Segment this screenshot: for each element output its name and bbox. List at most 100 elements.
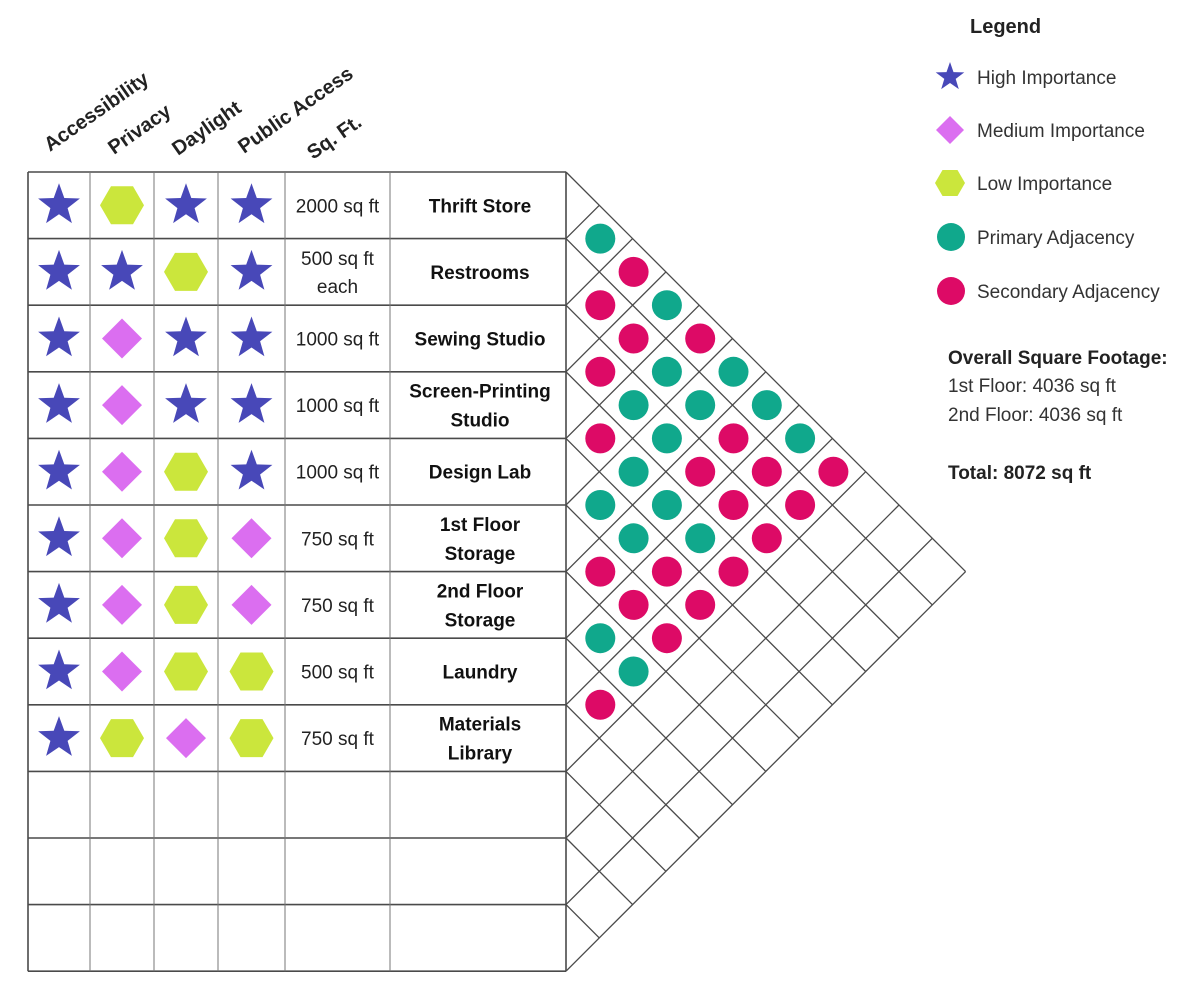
high-importance-star-icon bbox=[101, 249, 143, 290]
secondary-adjacency-dot-icon bbox=[785, 490, 816, 520]
triangle-grid-line bbox=[565, 637, 733, 806]
primary-adjacency-dot-icon bbox=[785, 423, 816, 454]
triangle-grid-line bbox=[565, 204, 600, 240]
row-space-name: Design Lab bbox=[429, 463, 531, 484]
high-importance-star-icon bbox=[38, 516, 80, 557]
row-sqft: 1000 sq ft bbox=[296, 330, 380, 351]
secondary-adjacency-dot-icon bbox=[585, 423, 616, 454]
secondary-adjacency-dot-icon bbox=[685, 323, 716, 354]
high-importance-star-icon bbox=[38, 716, 80, 756]
row-space-name: Library bbox=[448, 744, 513, 765]
primary-adjacency-dot-icon bbox=[651, 356, 682, 387]
low-importance-hexagon-icon bbox=[164, 452, 208, 491]
high-importance-star-icon bbox=[165, 383, 207, 423]
legend-item-primary: Primary Adjacency bbox=[937, 223, 1135, 251]
primary-adjacency-dot-icon bbox=[651, 290, 682, 321]
summary-total: Total: 8072 sq ft bbox=[948, 463, 1092, 484]
legend-title: Legend bbox=[970, 16, 1041, 38]
low-importance-hexagon-icon bbox=[164, 585, 208, 624]
secondary-adjacency-dot-icon bbox=[718, 423, 749, 454]
triangle-grid-line bbox=[565, 471, 867, 772]
legend-secondary-dot-icon bbox=[937, 277, 965, 305]
primary-adjacency-dot-icon bbox=[651, 490, 682, 520]
summary-line-1st-floor: 1st Floor: 4036 sq ft bbox=[948, 376, 1117, 397]
primary-adjacency-dot-icon bbox=[685, 523, 716, 554]
triangle-grid-line bbox=[565, 904, 600, 939]
row-sqft: 1000 sq ft bbox=[296, 463, 380, 484]
program-table-grid bbox=[27, 171, 567, 973]
low-importance-hexagon-icon bbox=[164, 519, 208, 558]
high-importance-star-icon bbox=[38, 582, 80, 623]
medium-importance-diamond-icon bbox=[166, 718, 206, 759]
legend-item-high: High Importance bbox=[935, 62, 1116, 90]
row-sqft: 1000 sq ft bbox=[296, 396, 380, 417]
medium-importance-diamond-icon bbox=[102, 518, 142, 559]
primary-adjacency-dot-icon bbox=[751, 390, 782, 421]
primary-adjacency-dot-icon bbox=[618, 523, 649, 554]
primary-adjacency-dot-icon bbox=[618, 656, 649, 687]
legend-label: Secondary Adjacency bbox=[977, 282, 1160, 303]
secondary-adjacency-dot-icon bbox=[685, 589, 716, 620]
row-space-name: Materials bbox=[439, 715, 521, 736]
row-space-name: Storage bbox=[445, 544, 516, 565]
medium-importance-diamond-icon bbox=[231, 518, 272, 559]
triangle-grid-line bbox=[565, 504, 800, 739]
high-importance-star-icon bbox=[230, 183, 273, 224]
legend-label: High Importance bbox=[977, 68, 1116, 89]
row-space-name: Storage bbox=[445, 610, 516, 631]
legend-label: Medium Importance bbox=[977, 121, 1145, 142]
adjacency-triangle-grid bbox=[565, 171, 967, 972]
row-sqft: 500 sq ft bbox=[301, 663, 375, 684]
high-importance-star-icon bbox=[38, 449, 80, 490]
row-sqft: 500 sq ft bbox=[301, 249, 375, 270]
triangle-grid-line bbox=[565, 304, 700, 439]
high-importance-star-icon bbox=[38, 649, 80, 690]
column-header: Sq. Ft. bbox=[303, 111, 366, 164]
row-space-name: Studio bbox=[450, 411, 509, 432]
triangle-grid-line bbox=[565, 837, 634, 906]
secondary-adjacency-dot-icon bbox=[585, 356, 616, 387]
row-sqft: 750 sq ft bbox=[301, 729, 375, 750]
secondary-adjacency-dot-icon bbox=[685, 456, 716, 487]
triangle-grid-line bbox=[565, 338, 733, 506]
low-importance-hexagon-icon bbox=[229, 652, 274, 691]
low-importance-hexagon-icon bbox=[164, 252, 208, 291]
triangle-grid-line bbox=[565, 238, 933, 606]
primary-adjacency-dot-icon bbox=[685, 390, 716, 421]
row-space-name: Laundry bbox=[443, 663, 518, 684]
secondary-adjacency-dot-icon bbox=[651, 623, 682, 654]
secondary-adjacency-dot-icon bbox=[651, 556, 682, 587]
high-importance-star-icon bbox=[38, 383, 80, 423]
secondary-adjacency-dot-icon bbox=[718, 490, 749, 520]
legend-star-icon bbox=[935, 62, 965, 90]
medium-importance-diamond-icon bbox=[102, 385, 142, 426]
summary-title: Overall Square Footage: bbox=[948, 348, 1168, 369]
legend-label: Low Importance bbox=[977, 174, 1112, 195]
row-space-name: 1st Floor bbox=[440, 515, 521, 536]
high-importance-star-icon bbox=[230, 449, 273, 490]
legend-diamond-icon bbox=[936, 116, 964, 144]
adjacency-dots bbox=[585, 223, 849, 720]
row-sqft: 2000 sq ft bbox=[296, 196, 380, 217]
secondary-adjacency-dot-icon bbox=[751, 523, 782, 554]
primary-adjacency-dot-icon bbox=[618, 456, 649, 487]
row-sqft: 750 sq ft bbox=[301, 596, 375, 617]
triangle-grid-line bbox=[565, 704, 700, 839]
legend-hexagon-icon bbox=[935, 170, 965, 196]
high-importance-star-icon bbox=[165, 183, 207, 224]
triangle-grid-line bbox=[565, 437, 833, 706]
primary-adjacency-dot-icon bbox=[651, 423, 682, 454]
triangle-grid-line bbox=[565, 404, 800, 639]
legend-item-medium: Medium Importance bbox=[936, 116, 1145, 144]
secondary-adjacency-dot-icon bbox=[618, 256, 649, 287]
row-space-name: 2nd Floor bbox=[437, 581, 524, 602]
medium-importance-diamond-icon bbox=[102, 584, 142, 625]
medium-importance-diamond-icon bbox=[231, 584, 272, 625]
secondary-adjacency-dot-icon bbox=[585, 556, 616, 587]
high-importance-star-icon bbox=[165, 316, 207, 357]
low-importance-hexagon-icon bbox=[100, 719, 144, 758]
